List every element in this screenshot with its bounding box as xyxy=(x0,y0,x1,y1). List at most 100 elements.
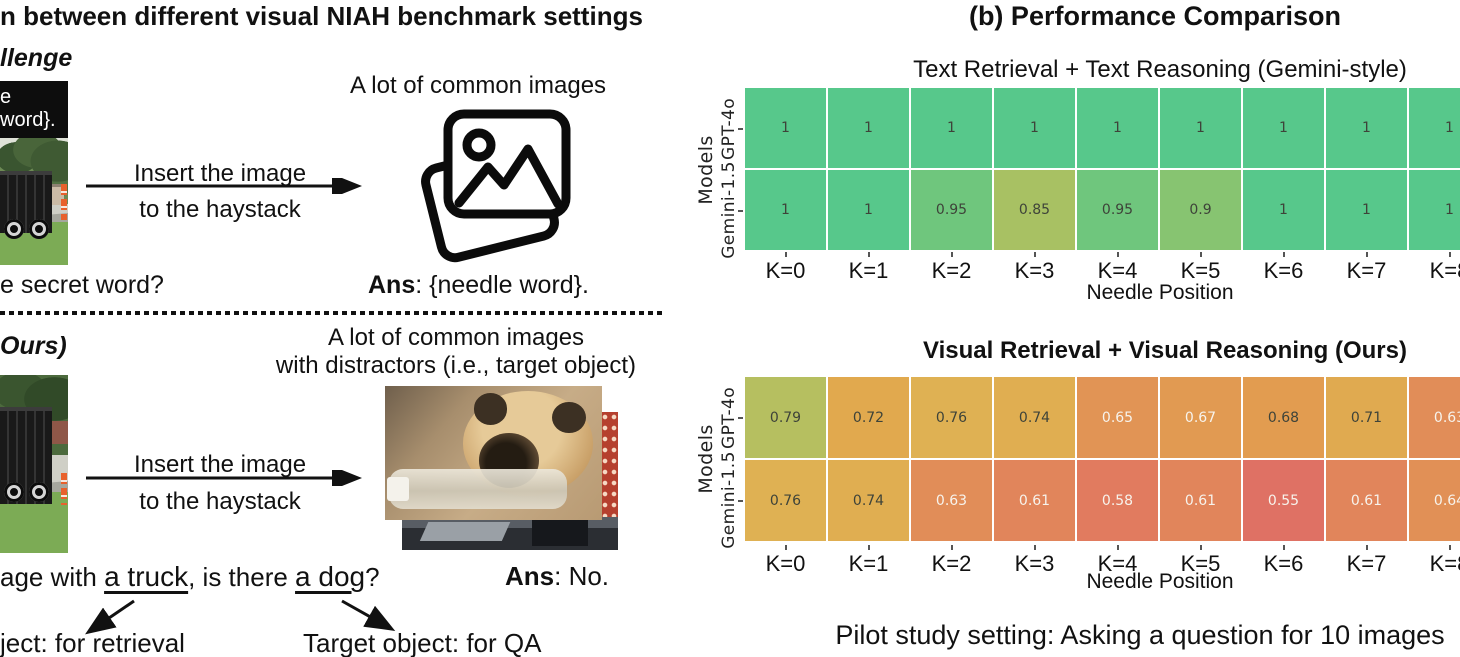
x-tick-label: K=1 xyxy=(828,252,909,284)
x-tick-label: K=0 xyxy=(745,545,826,577)
heatmap2-xlabel: Needle Position xyxy=(1086,570,1234,593)
heatmap-cell: 1 xyxy=(1243,88,1324,168)
heatmap1-ytick-gemini: Gemini-1.5 xyxy=(719,161,739,259)
heatmap1-xlabel: Needle Position xyxy=(1086,281,1234,304)
x-tick-label: K=5 xyxy=(1160,252,1241,284)
heatmap-cell: 1 xyxy=(828,88,909,168)
photo-stack-icon xyxy=(421,109,571,263)
y-tick xyxy=(738,417,743,419)
y-tick xyxy=(738,128,743,130)
panel-a-title: n between different visual NIAH benchmar… xyxy=(0,1,643,31)
y-tick xyxy=(738,500,743,502)
heatmap-cell: 1 xyxy=(1409,170,1460,250)
heatmap-cell: 1 xyxy=(745,88,826,168)
heatmap-cell: 0.95 xyxy=(1077,170,1158,250)
arrow2-label-top: Insert the image xyxy=(133,451,307,478)
heatmap2-title: Visual Retrieval + Visual Reasoning (Our… xyxy=(923,337,1407,364)
x-tick-label: K=6 xyxy=(1243,252,1324,284)
heatmap2-grid: 0.790.720.760.740.650.670.680.710.630.76… xyxy=(745,377,1460,541)
question-text-visual: age with a truck, is there a dog? xyxy=(0,561,380,593)
truck-wheel xyxy=(4,481,25,502)
x-tick-label: K=8 xyxy=(1409,252,1460,284)
heatmap-cell: 0.67 xyxy=(1160,377,1241,458)
x-tick-label: K=2 xyxy=(911,252,992,284)
truck-wheel xyxy=(28,481,49,502)
needle-image-text: e word}. xyxy=(0,81,68,265)
traffic-cone xyxy=(61,184,67,221)
needle-text-overlay: e word}. xyxy=(0,81,68,139)
heatmap-cell: 0.76 xyxy=(745,460,826,541)
section-visual-label: Ours) xyxy=(0,332,67,360)
heatmap-cell: 0.68 xyxy=(1243,377,1324,458)
pilot-study-caption: Pilot study setting: Asking a question f… xyxy=(835,620,1445,650)
answer-rest: : No. xyxy=(554,561,610,591)
heatmap-cell: 1 xyxy=(745,170,826,250)
x-tick-label: K=4 xyxy=(1077,545,1158,577)
heatmap-cell: 1 xyxy=(994,88,1075,168)
heatmap-cell: 0.63 xyxy=(911,460,992,541)
y-tick xyxy=(738,210,743,212)
traffic-cone xyxy=(61,472,67,505)
heatmap1-ylabel: Models xyxy=(695,135,717,205)
heatmap-cell: 0.55 xyxy=(1243,460,1324,541)
needle-image-visual xyxy=(0,375,68,553)
qa-note: Target object: for QA xyxy=(303,628,542,657)
heatmap-cell: 1 xyxy=(1326,170,1407,250)
heatmap-cell: 0.65 xyxy=(1077,377,1158,458)
answer-text-visual: Ans: No. xyxy=(505,561,609,592)
heatmap-cell: 0.64 xyxy=(1409,460,1460,541)
question-part: age with xyxy=(0,562,105,592)
qa-annotation-arrow xyxy=(341,599,396,631)
qa-object-word: a dog xyxy=(295,561,366,592)
heatmap-cell: 0.61 xyxy=(1326,460,1407,541)
answer-text-needle: Ans: {needle word}. xyxy=(368,271,589,300)
answer-rest: : {needle word}. xyxy=(415,271,589,299)
retrieval-annotation-arrow xyxy=(85,599,135,635)
truck-wheel xyxy=(28,219,49,240)
heatmap-cell: 0.71 xyxy=(1326,377,1407,458)
haystack2-caption-line2: with distractors (i.e., target object) xyxy=(275,352,637,379)
pug-ear xyxy=(473,393,508,425)
x-tick-label: K=4 xyxy=(1077,252,1158,284)
x-tick-label: K=7 xyxy=(1326,252,1407,284)
insert-arrow xyxy=(86,178,362,194)
answer-prefix: Ans xyxy=(368,271,416,299)
arrow2-label-bottom: to the haystack xyxy=(139,488,301,515)
heatmap-cell: 1 xyxy=(1326,88,1407,168)
haystack2-caption-line1: A lot of common images xyxy=(327,324,585,351)
x-tick-label: K=3 xyxy=(994,252,1075,284)
heatmap-cell: 0.95 xyxy=(911,170,992,250)
x-tick-label: K=7 xyxy=(1326,545,1407,577)
heatmap-cell: 1 xyxy=(911,88,992,168)
heatmap1-ytick-gpt4o: GPT-4o xyxy=(719,98,739,160)
truck-wheel xyxy=(4,219,25,240)
arrow-label-top: Insert the image xyxy=(133,160,307,187)
x-tick-label: K=5 xyxy=(1160,545,1241,577)
truck-image xyxy=(0,375,68,553)
answer-prefix: Ans xyxy=(505,561,555,591)
heatmap2-ytick-gemini: Gemini-1.5 xyxy=(719,451,739,549)
heatmap1-title: Text Retrieval + Text Reasoning (Gemini-… xyxy=(913,56,1407,83)
heatmap-cell: 0.74 xyxy=(994,377,1075,458)
section-divider xyxy=(0,311,662,315)
x-tick-label: K=6 xyxy=(1243,545,1324,577)
insert-arrow-2 xyxy=(86,470,362,486)
monitor xyxy=(531,515,588,546)
truck-image xyxy=(0,138,68,265)
section-text-label: llenge xyxy=(0,44,73,72)
heatmap-cell: 0.58 xyxy=(1077,460,1158,541)
x-tick-label: K=3 xyxy=(994,545,1075,577)
heatmap-cell: 1 xyxy=(1243,170,1324,250)
heatmap-cell: 0.76 xyxy=(911,377,992,458)
x-tick-label: K=2 xyxy=(911,545,992,577)
heatmap2-ylabel: Models xyxy=(695,424,717,494)
panel-b-title: (b) Performance Comparison xyxy=(968,1,1342,31)
retrieval-note: ject: for retrieval xyxy=(0,628,185,657)
plastic-bottle xyxy=(389,469,568,510)
haystack-image-dog xyxy=(385,386,602,520)
heatmap-cell: 0.79 xyxy=(745,377,826,458)
heatmap-cell: 0.63 xyxy=(1409,377,1460,458)
heatmap-cell: 1 xyxy=(828,170,909,250)
